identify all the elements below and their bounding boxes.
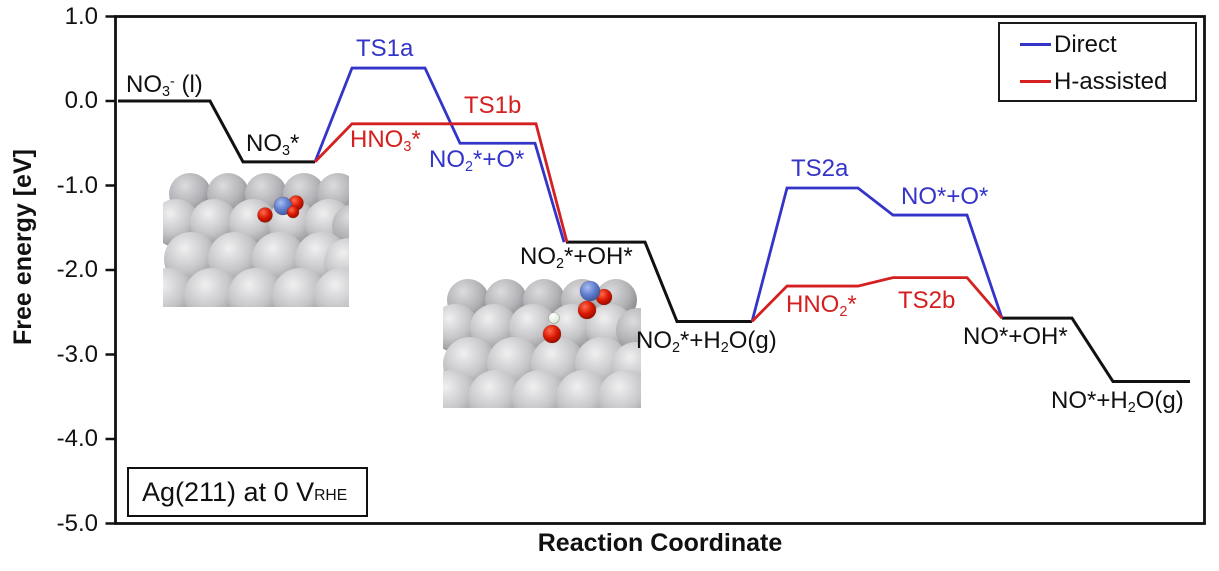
silver-atom-sphere: [598, 370, 641, 408]
state-label-no_oh: NO*+OH*: [963, 323, 1068, 350]
state-label-ts2a: TS2a: [791, 155, 849, 182]
silver-atom-sphere: [616, 308, 641, 352]
silver-atom-sphere: [556, 370, 612, 408]
state-label-ts1b: TS1b: [464, 92, 522, 119]
state-label-hno2: HNO2*: [786, 291, 857, 321]
oxygen-atom-sphere: [286, 205, 300, 219]
legend-line-swatch-h_assisted: [1020, 80, 1051, 83]
molecule-image-no2-oh-on-ag-cluster: [443, 279, 641, 408]
silver-atom-sphere: [272, 268, 328, 307]
y-tick-label: -2.0: [56, 256, 98, 283]
legend-item-direct: Direct: [1020, 26, 1195, 63]
energy-level-lines: [118, 66, 1190, 384]
state-label-ts2b: TS2b: [898, 287, 956, 314]
oxygen-atom-sphere: [257, 207, 273, 223]
y-tick-label: -5.0: [56, 509, 98, 537]
legend-item-h_assisted: H-assisted: [1020, 63, 1195, 100]
x-axis-title: Reaction Coordinate: [537, 529, 783, 557]
silver-atom-sphere: [228, 268, 284, 307]
silver-atom-sphere: [468, 370, 524, 408]
state-label-no_h2o: NO*+H2O(g): [1051, 387, 1184, 417]
state-label-no_o: NO*+O*: [901, 183, 989, 210]
common-path-segment-2: [566, 240, 752, 324]
common-path-segment-3: [1002, 316, 1190, 384]
h-assisted-path-1: [313, 122, 569, 243]
state-label-no3_ads: NO3*: [246, 130, 300, 160]
hydrogen-atom-sphere: [548, 312, 560, 324]
state-label-hno3: HNO3*: [350, 126, 421, 156]
h-assisted-path-2: [751, 276, 1004, 323]
nitrogen-atom-sphere: [579, 280, 601, 302]
state-label-no2_oh: NO2*+OH*: [520, 243, 633, 273]
state-label-ts1a: TS1a: [356, 35, 414, 62]
molecule-image-no3-on-ag-cluster: [163, 173, 349, 307]
common-path-segment-1: [118, 99, 315, 164]
y-tick-label: 1.0: [64, 2, 98, 30]
state-label-no3_l: NO3- (l): [126, 71, 203, 101]
silver-atom-sphere: [314, 268, 349, 307]
y-tick-label: -3.0: [56, 340, 98, 368]
state-label-no2_o: NO2*+O*: [429, 146, 525, 176]
legend-label-h_assisted: H-assisted: [1054, 67, 1168, 95]
y-tick-label: 0.0: [64, 87, 98, 114]
legend-label-direct: Direct: [1054, 30, 1117, 58]
oxygen-atom-sphere: [577, 300, 597, 320]
legend-line-swatch-direct: [1020, 43, 1051, 46]
silver-atom-sphere: [512, 370, 568, 408]
y-tick-label: -4.0: [56, 425, 98, 452]
y-axis-title: Free energy [eV]: [9, 149, 37, 345]
state-label-no2_h2o: NO2*+H2O(g): [636, 327, 777, 357]
direct-path-1: [313, 66, 566, 243]
direct-path-2: [750, 186, 1004, 322]
y-tick-label: -1.0: [56, 171, 98, 199]
oxygen-atom-sphere: [542, 324, 562, 344]
y-axis-ticks: [105, 15, 116, 525]
silver-atom-sphere: [184, 268, 240, 307]
